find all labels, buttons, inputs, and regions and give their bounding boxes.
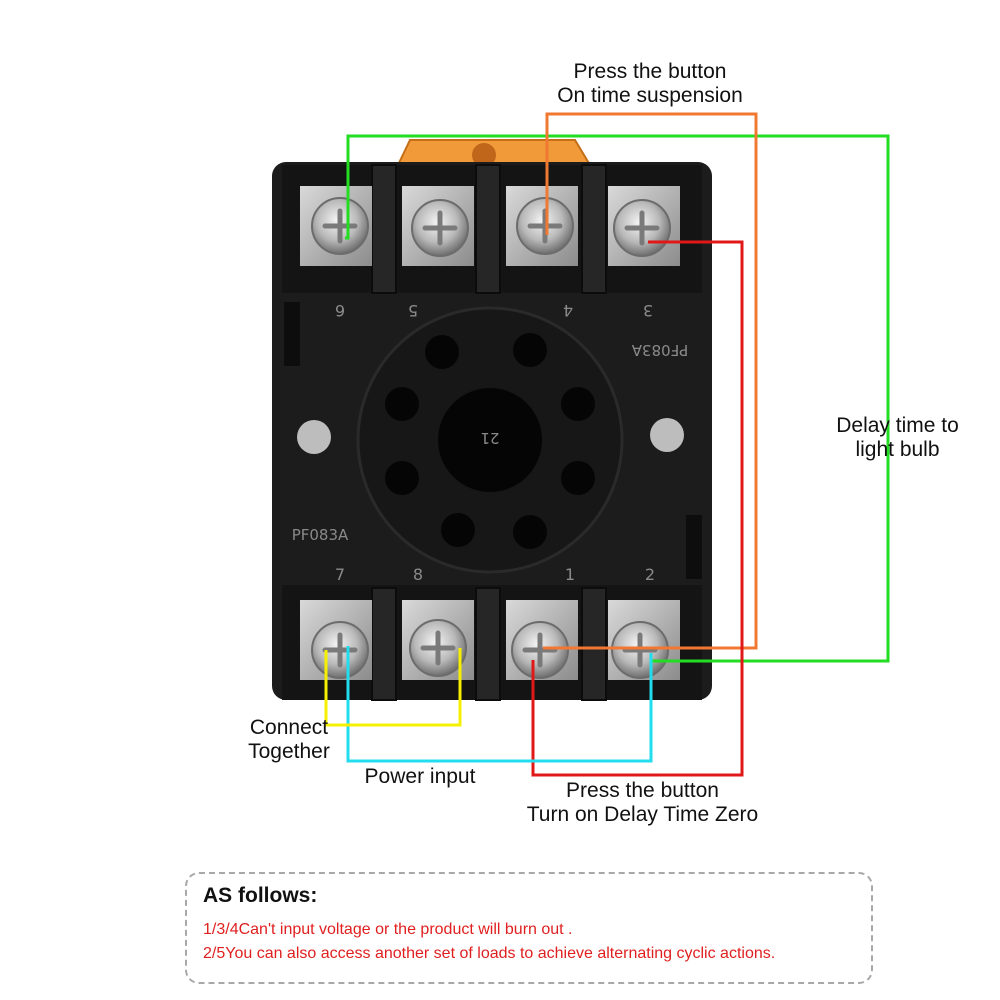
terminal-number-3: 3 — [643, 301, 653, 320]
terminal-number-7: 7 — [335, 565, 345, 584]
terminal-number-2: 2 — [645, 565, 655, 584]
green-wire-delay-light — [345, 134, 890, 663]
center-key-mark: 21 — [480, 429, 499, 447]
note-line-2: 2/5You can also access another set of lo… — [203, 945, 776, 962]
cyan-wire-power-input — [346, 646, 653, 763]
label-line: Press the button — [566, 779, 719, 802]
terminal-number-8: 8 — [413, 565, 423, 584]
label-power-input: Power input — [345, 765, 495, 789]
pin-holes — [385, 333, 595, 549]
red-wire-delay-time-zero — [531, 240, 744, 777]
terminal-number-4: 4 — [563, 301, 573, 320]
terminal-number-5: 5 — [408, 301, 418, 320]
top-screw-slots — [322, 208, 660, 246]
latch-hole — [472, 143, 496, 167]
label-line: Turn on Delay Time Zero — [526, 803, 759, 826]
label-line: Together — [248, 740, 330, 763]
model-marking-bottom: PF083A — [292, 526, 349, 544]
terminal-dividers — [371, 164, 607, 701]
label-line: Delay time to — [836, 414, 959, 437]
orange-wire-on-time-suspension — [543, 112, 758, 650]
terminal-number-6: 6 — [335, 301, 345, 320]
label-line: light bulb — [855, 438, 940, 461]
label-line: Press the button — [573, 60, 727, 83]
left-clip — [284, 302, 300, 366]
label-press-button-delay-time-zero: Press the button Turn on Delay Time Zero — [500, 779, 785, 827]
right-mounting-hole — [650, 418, 684, 452]
terminal-number-1: 1 — [565, 565, 575, 584]
right-clip — [686, 515, 702, 579]
model-marking-top: PF083A — [631, 341, 688, 359]
label-delay-time-to-light-bulb: Delay time to light bulb — [820, 414, 975, 462]
left-mounting-hole — [297, 420, 331, 454]
label-connect-together: Connect Together — [228, 716, 350, 764]
center-key-hole — [438, 388, 542, 492]
label-line: On time suspension — [557, 84, 743, 107]
note-line-1: 1/3/4Can't input voltage or the product … — [203, 921, 573, 938]
note-title: AS follows: — [203, 884, 318, 907]
bottom-screw-slots — [322, 630, 658, 668]
label-line: Connect — [249, 716, 329, 739]
yellow-wire-connect-together — [324, 648, 462, 727]
note-box: AS follows: 1/3/4Can't input voltage or … — [185, 872, 873, 984]
label-press-button-on-time-suspension: Press the button On time suspension — [510, 60, 790, 108]
label-line: Power input — [364, 765, 476, 788]
